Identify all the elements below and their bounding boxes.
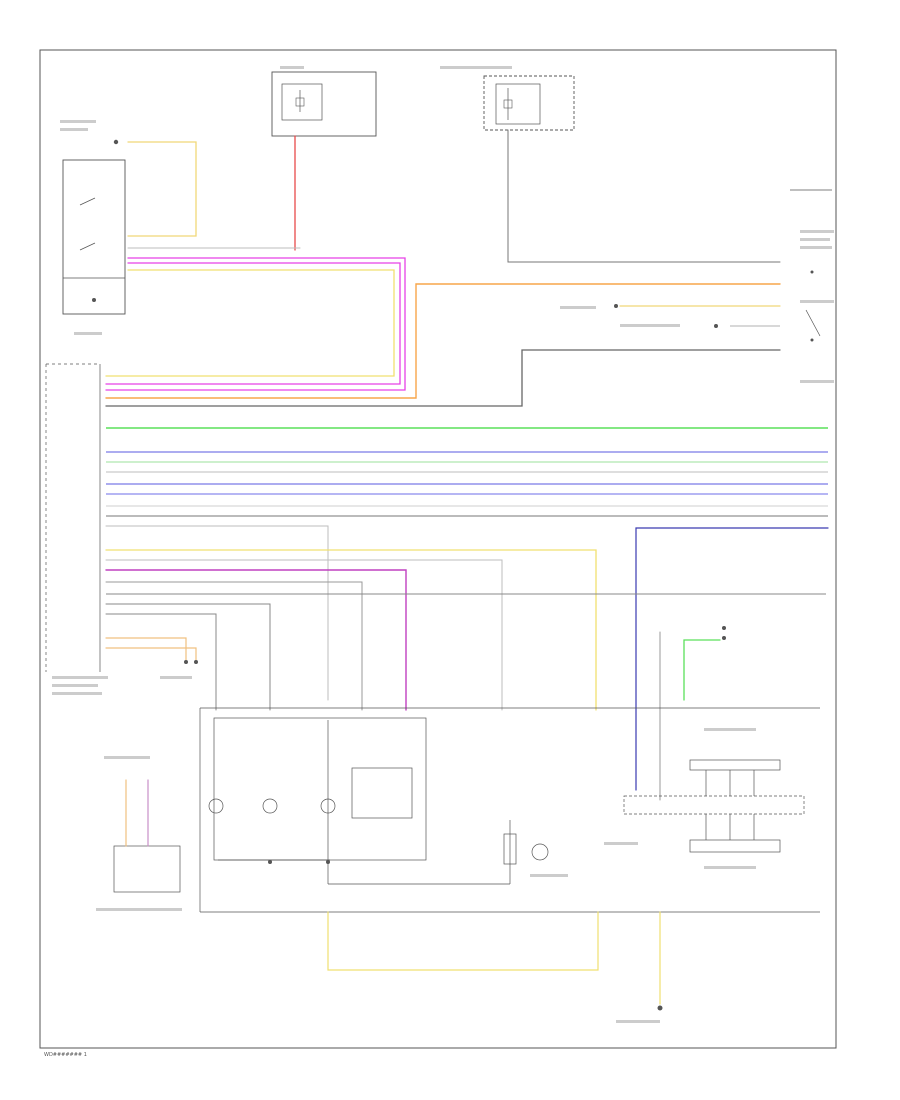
right-switch-2 xyxy=(805,309,821,342)
fuse-box-left xyxy=(271,71,377,137)
central-control-module xyxy=(45,363,101,672)
wire-ground-bottom xyxy=(327,911,599,971)
wire-magenta-lower xyxy=(105,569,407,711)
connector-dot-1 xyxy=(184,660,188,664)
footer-code: WD####### 1 xyxy=(44,1052,87,1058)
wire-orange-stub-2 xyxy=(105,647,197,661)
label-placeholders xyxy=(52,66,834,1023)
diagram-frame xyxy=(39,49,837,1049)
wire-gray-fuse xyxy=(507,129,781,263)
fuse-box-right xyxy=(483,75,575,131)
wire-gray-lower-4 xyxy=(105,613,217,711)
connector-dot-right-2 xyxy=(722,626,726,630)
ground-point-top-left xyxy=(113,139,119,145)
headlamp-assembly xyxy=(199,707,820,913)
connector-dot-right xyxy=(722,636,726,640)
connector-dot-yellow xyxy=(614,304,618,308)
wire-yellow-switch xyxy=(105,269,395,377)
wire-yellow-top xyxy=(127,141,197,237)
connector-dot-2 xyxy=(194,660,198,664)
wire-gray-lower-1 xyxy=(105,559,503,711)
wire-orange-stub-1 xyxy=(105,637,187,661)
wire-pink-1 xyxy=(105,257,406,391)
light-switch xyxy=(62,159,126,315)
lower-left-module xyxy=(113,779,181,893)
wire-yellow-lower xyxy=(105,549,597,711)
wire-pink-2 xyxy=(105,262,401,385)
right-switch-1 xyxy=(790,189,832,274)
ground-point-bottom xyxy=(657,1005,663,1011)
wire-gray-lower-2 xyxy=(105,581,363,711)
wire-orange xyxy=(105,283,781,399)
wire-gray-lower-3 xyxy=(105,603,271,711)
wire-green-right xyxy=(683,639,721,701)
wire-gray-bus-drop xyxy=(105,525,329,701)
wire-darkgray xyxy=(105,349,781,407)
connector-dot-top-right xyxy=(714,324,718,328)
wire-navy-bus xyxy=(635,527,829,791)
